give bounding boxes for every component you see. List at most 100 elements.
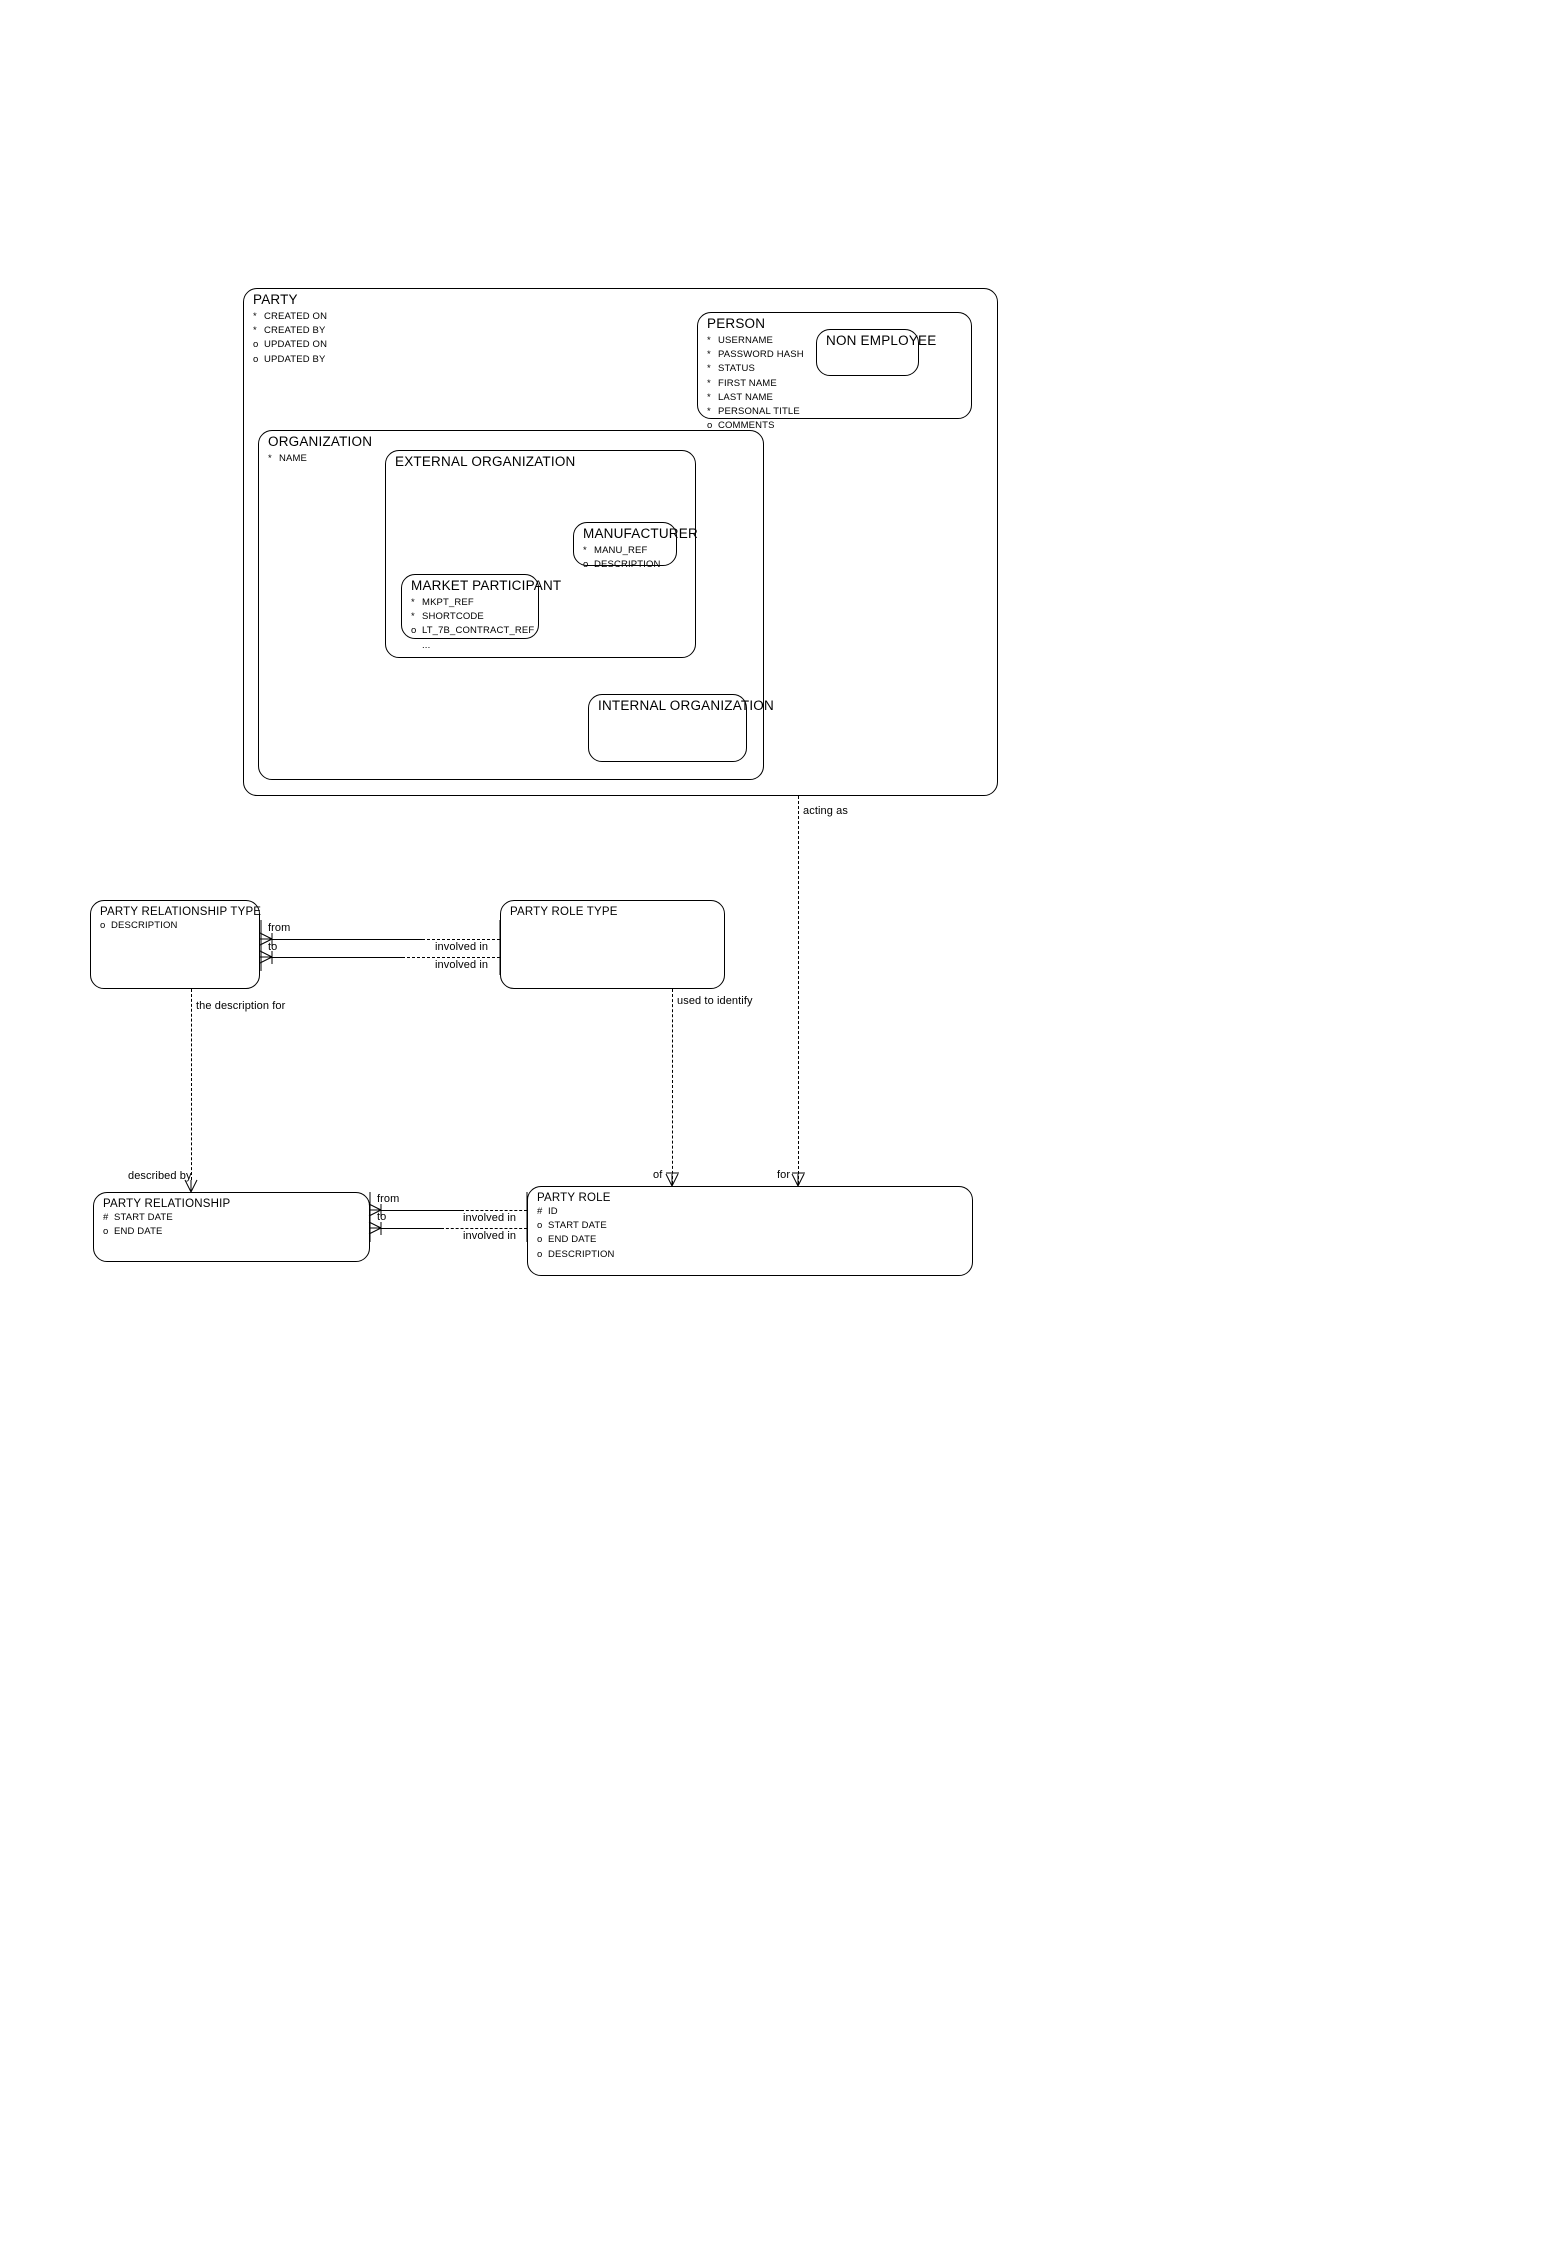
attribute-label: MKPT_REF <box>422 597 474 608</box>
entity-attribute: * PERSONAL TITLE <box>707 405 804 419</box>
attribute-marker: * <box>707 406 711 418</box>
crowsfoot-pr-to <box>368 1221 382 1235</box>
label-the-description-for: the description for <box>196 1000 286 1012</box>
entity-attribute: *CREATED BY <box>253 324 327 338</box>
connector-the-description-for <box>191 989 192 1180</box>
label-prt-from: from <box>268 922 291 934</box>
entity-title: PERSON <box>707 316 766 331</box>
attribute-label: START DATE <box>548 1220 607 1232</box>
entity-title: MANUFACTURER <box>583 526 698 541</box>
attribute-marker: # <box>103 1212 109 1223</box>
attribute-marker: o <box>707 420 713 432</box>
entity-internal-organization[interactable]: INTERNAL ORGANIZATION <box>588 694 774 762</box>
entity-attribute: * PASSWORD HASH <box>707 348 804 362</box>
label-pr-to: to <box>377 1211 387 1223</box>
entity-attribute: *MANU_REF <box>583 544 661 558</box>
entity-attributes: o DESCRIPTION <box>100 919 178 933</box>
label-pr-involved-in-1: involved in <box>463 1212 517 1224</box>
attribute-label: PERSONAL TITLE <box>718 406 800 418</box>
entity-person[interactable]: PERSON *USERNAME*PASSWORD HASH*STATUS*FI… <box>697 312 972 431</box>
attribute-marker: o <box>583 559 589 571</box>
entity-attribute: o UPDATED BY <box>253 353 327 367</box>
entity-attribute: ... <box>411 639 534 653</box>
attribute-marker: o <box>253 353 259 365</box>
entity-party-relationship-type[interactable]: PARTY RELATIONSHIP TYPE o DESCRIPTION <box>90 900 262 989</box>
attribute-marker: * <box>411 611 415 623</box>
entity-external-organization[interactable]: EXTERNAL ORGANIZATION <box>385 450 696 658</box>
connector-pr-to-dashed <box>441 1228 527 1229</box>
label-described-by: described by <box>128 1170 192 1182</box>
entity-attribute: * SHORTCODE <box>411 610 534 624</box>
attribute-label: SHORTCODE <box>422 611 484 623</box>
attribute-marker: * <box>707 335 711 346</box>
connector-prt-from-dashed <box>422 939 500 940</box>
entity-attributes: *USERNAME*PASSWORD HASH*STATUS*FIRST NAM… <box>707 334 804 433</box>
attribute-label: NAME <box>279 453 308 464</box>
label-acting-as: acting as <box>803 805 848 817</box>
entity-attribute: *CREATED ON <box>253 310 327 324</box>
label-of: of <box>653 1169 663 1181</box>
attribute-label: END DATE <box>114 1226 163 1238</box>
attribute-marker: o <box>537 1248 543 1260</box>
entity-title: ORGANIZATION <box>268 434 373 449</box>
connector-prt-to-solid <box>272 957 402 958</box>
entity-attributes: * NAME <box>268 452 307 466</box>
attribute-label: START DATE <box>114 1212 173 1223</box>
label-pr-involved-in-2: involved in <box>463 1230 517 1242</box>
attribute-marker: * <box>707 377 711 389</box>
connector-prt-to-dashed <box>402 957 500 958</box>
entity-title: NON EMPLOYEE <box>826 333 937 348</box>
entity-attribute: o DESCRIPTION <box>583 558 661 572</box>
attribute-label: DESCRIPTION <box>111 920 178 931</box>
attribute-label: ... <box>422 639 431 651</box>
attribute-label: LT_7B_CONTRACT_REF <box>422 625 535 637</box>
attribute-label: MANU_REF <box>594 545 648 556</box>
label-pr-from: from <box>377 1193 400 1205</box>
attribute-label: UPDATED BY <box>264 353 326 365</box>
entity-attribute: #ID <box>537 1205 615 1219</box>
connector-pr-from-dashed <box>461 1210 527 1211</box>
entity-party-role-type[interactable]: PARTY ROLE TYPE <box>500 900 725 989</box>
entity-title: EXTERNAL ORGANIZATION <box>395 454 576 469</box>
attribute-marker: * <box>253 325 257 337</box>
entity-attribute: # START DATE <box>103 1211 173 1225</box>
entity-non-employee[interactable]: NON EMPLOYEE <box>816 329 936 376</box>
attribute-marker: o <box>411 625 417 637</box>
entity-title: PARTY RELATIONSHIP TYPE <box>100 906 262 918</box>
label-prt-involved-in-2: involved in <box>435 959 489 971</box>
entity-attribute: o END DATE <box>103 1225 173 1239</box>
connector-pr-from-solid <box>381 1210 461 1211</box>
attribute-marker: * <box>707 349 711 361</box>
attribute-marker: * <box>707 363 711 375</box>
entity-party-relationship[interactable]: PARTY RELATIONSHIP # START DATE o END DATE <box>93 1192 370 1262</box>
attribute-marker: o <box>103 1226 109 1238</box>
attribute-label: CREATED ON <box>264 311 328 322</box>
attribute-label: LAST NAME <box>718 391 774 403</box>
attribute-marker: * <box>268 453 272 464</box>
entity-title: MARKET PARTICIPANT <box>411 578 562 593</box>
attribute-marker: o <box>100 920 106 931</box>
attribute-marker: o <box>253 339 259 351</box>
attribute-label: PASSWORD HASH <box>718 349 804 361</box>
entity-title: INTERNAL ORGANIZATION <box>598 698 774 713</box>
entity-title: PARTY RELATIONSHIP <box>103 1198 231 1210</box>
connector-pr-to-solid <box>381 1228 441 1229</box>
entity-organization[interactable]: ORGANIZATION * NAME <box>258 430 764 780</box>
entity-title: PARTY ROLE TYPE <box>510 906 618 918</box>
label-used-to-identify: used to identify <box>677 995 753 1007</box>
connector-used-to-identify <box>672 989 673 1184</box>
connector-acting-as <box>798 796 799 1184</box>
attribute-label: DESCRIPTION <box>594 559 661 571</box>
